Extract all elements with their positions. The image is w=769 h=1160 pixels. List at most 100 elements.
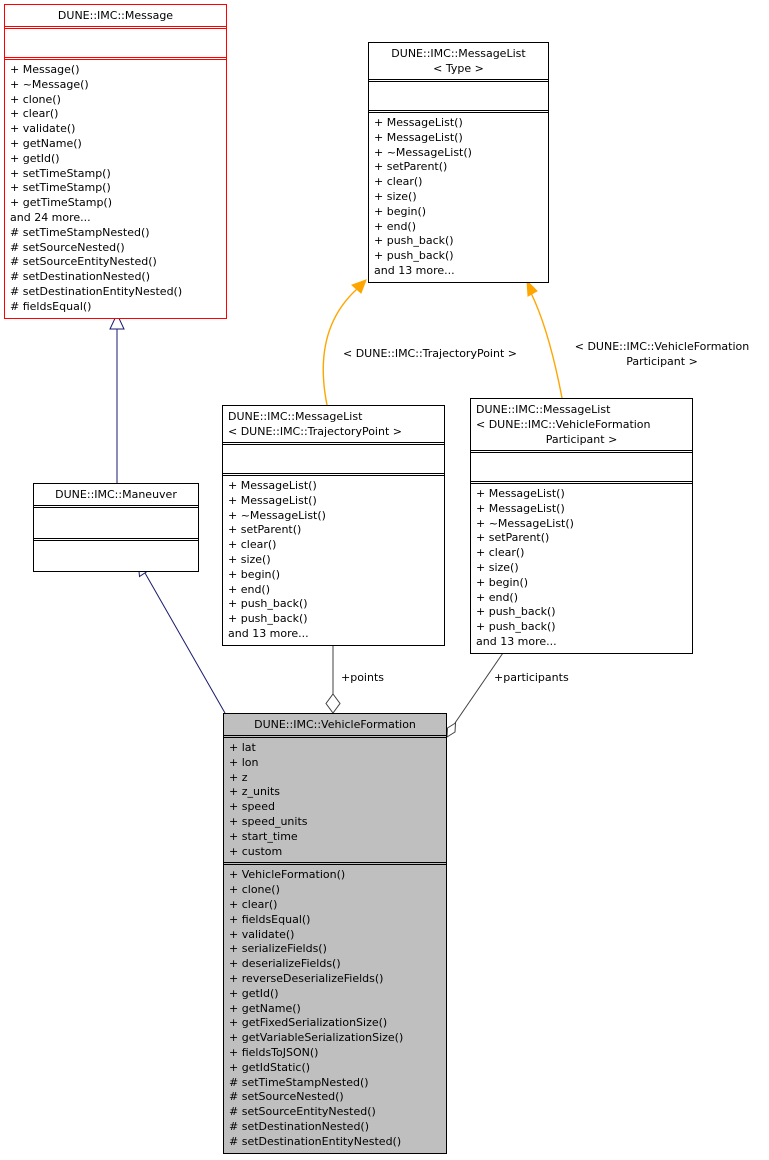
member-line: + end() [374,219,417,233]
class-methods: + MessageList()+ MessageList()+ ~Message… [223,473,444,645]
member-line: + getName() [229,1001,301,1015]
class-methods: + MessageList()+ MessageList()+ ~Message… [471,481,692,653]
member-line: + push_back() [228,612,308,626]
class-title: DUNE::IMC::MessageList < DUNE::IMC::Vehi… [471,399,692,450]
member-line: + clear() [10,107,59,121]
member-line: and 24 more... [10,210,91,224]
class-title: DUNE::IMC::Message [5,5,226,26]
member-line: # setDestinationEntityNested() [10,284,183,298]
member-line: # setTimeStampNested() [229,1075,369,1089]
edge-label-line: < DUNE::IMC::VehicleFormation [574,340,750,353]
class-name-text: DUNE::IMC::MessageList [228,410,363,423]
member-line: + clear() [228,538,277,552]
member-line: + validate() [229,927,295,941]
member-line: + VehicleFormation() [229,868,346,882]
member-line: + ~MessageList() [228,508,326,522]
class-box-dune-imc-messagelist-type[interactable]: DUNE::IMC::MessageList < Type > + Messag… [368,42,549,283]
edge-label-points: +points [341,671,385,684]
member-line: + getVariableSerializationSize() [229,1031,404,1045]
inheritance-edge-maneuver-message [109,312,125,483]
class-box-dune-imc-maneuver[interactable]: DUNE::IMC::Maneuver [33,483,199,572]
class-attributes [34,505,198,538]
template-edge-trajectorypoint [322,279,367,406]
member-line: + setParent() [374,160,448,174]
class-attributes: + lat+ lon+ z+ z_units+ speed+ speed_uni… [224,735,446,862]
member-line: + push_back() [374,249,454,263]
member-line: # setSourceNested() [229,1090,344,1104]
member-line: + getIdStatic() [229,1060,311,1074]
member-line: + speed_units [229,814,308,828]
aggregation-diamond [446,722,457,738]
class-title: DUNE::IMC::VehicleFormation [224,714,446,735]
class-box-messagelist-trajectorypoint[interactable]: DUNE::IMC::MessageList < DUNE::IMC::Traj… [222,405,445,646]
member-line: + MessageList() [374,116,463,129]
member-line: + begin() [374,204,427,218]
class-box-messagelist-vehicleformationparticipant[interactable]: DUNE::IMC::MessageList < DUNE::IMC::Vehi… [470,398,693,654]
edge-label-template-trajectorypoint: < DUNE::IMC::TrajectoryPoint > [343,347,517,360]
member-line: + reverseDeserializeFields() [229,971,384,985]
class-methods: + Message()+ ~Message()+ clone()+ clear(… [5,57,226,318]
inheritance-edge-vehicleformation-maneuver [137,559,226,714]
edge-label-participants: +participants [494,671,569,684]
member-line: + setParent() [228,523,302,537]
member-line: + push_back() [476,620,556,634]
member-line: + z [229,770,248,784]
inheritance-arrowhead [109,312,125,330]
member-line: + ~MessageList() [476,516,574,530]
member-line: + size() [228,552,271,566]
member-line: + deserializeFields() [229,957,341,971]
member-line: # setDestinationNested() [10,270,151,284]
template-arrowhead [351,279,367,294]
member-line: + custom [229,844,283,858]
edge-label-template-vfparticipant: < DUNE::IMC::VehicleFormation Participan… [556,339,768,369]
member-line: + getId() [229,986,279,1000]
class-attributes [471,450,692,481]
member-line: # setSourceEntityNested() [229,1105,376,1119]
member-line: + getFixedSerializationSize() [229,1016,388,1030]
member-line: and 13 more... [374,263,455,277]
member-line: + ~Message() [10,77,89,91]
member-line: + lon [229,755,259,769]
edge-label-line: Participant > [626,355,698,368]
class-attributes [223,442,444,473]
member-line: + MessageList() [476,487,565,500]
class-template-arg-text: < Type > [433,62,484,75]
member-line: + push_back() [374,234,454,248]
member-line: + Message() [10,63,80,76]
member-line: # setDestinationEntityNested() [229,1134,402,1148]
class-attributes [369,79,548,110]
member-line: + lat [229,741,256,754]
member-line: and 13 more... [476,634,557,648]
member-line: + clear() [374,175,423,189]
member-line: # setSourceNested() [10,240,125,254]
class-template-arg-text: Participant > [545,433,618,446]
member-line: + begin() [228,567,281,581]
member-line: + clone() [10,92,61,106]
class-methods: + MessageList()+ MessageList()+ ~Message… [369,110,548,282]
member-line: + setTimeStamp() [10,166,111,180]
member-line: + getTimeStamp() [10,196,113,210]
member-line: + begin() [476,575,529,589]
class-template-arg-text: < DUNE::IMC::VehicleFormation [476,418,651,431]
class-name-text: DUNE::IMC::VehicleFormation [254,718,416,731]
member-line: + clone() [229,883,280,897]
class-methods [34,538,198,571]
member-line: + serializeFields() [229,942,327,956]
class-name-text: DUNE::IMC::Maneuver [55,488,177,501]
class-name-text: DUNE::IMC::Message [57,9,174,22]
member-line: + push_back() [476,605,556,619]
member-line: and 13 more... [228,626,309,640]
member-line: # setSourceEntityNested() [10,255,157,269]
aggregation-edge-points [325,642,341,714]
member-line: + end() [476,590,519,604]
class-title: DUNE::IMC::Maneuver [34,484,198,505]
class-box-dune-imc-message[interactable]: DUNE::IMC::Message + Message()+ ~Message… [4,4,227,319]
member-line: + fieldsEqual() [229,912,311,926]
class-box-dune-imc-vehicleformation[interactable]: DUNE::IMC::VehicleFormation + lat+ lon+ … [223,713,447,1154]
class-name-text: DUNE::IMC::MessageList [476,403,611,416]
member-line: + clear() [476,546,525,560]
member-line: + speed [229,800,275,814]
member-line: + start_time [229,829,298,843]
member-line: + MessageList() [228,493,317,507]
template-edge-vfparticipant [526,279,563,399]
